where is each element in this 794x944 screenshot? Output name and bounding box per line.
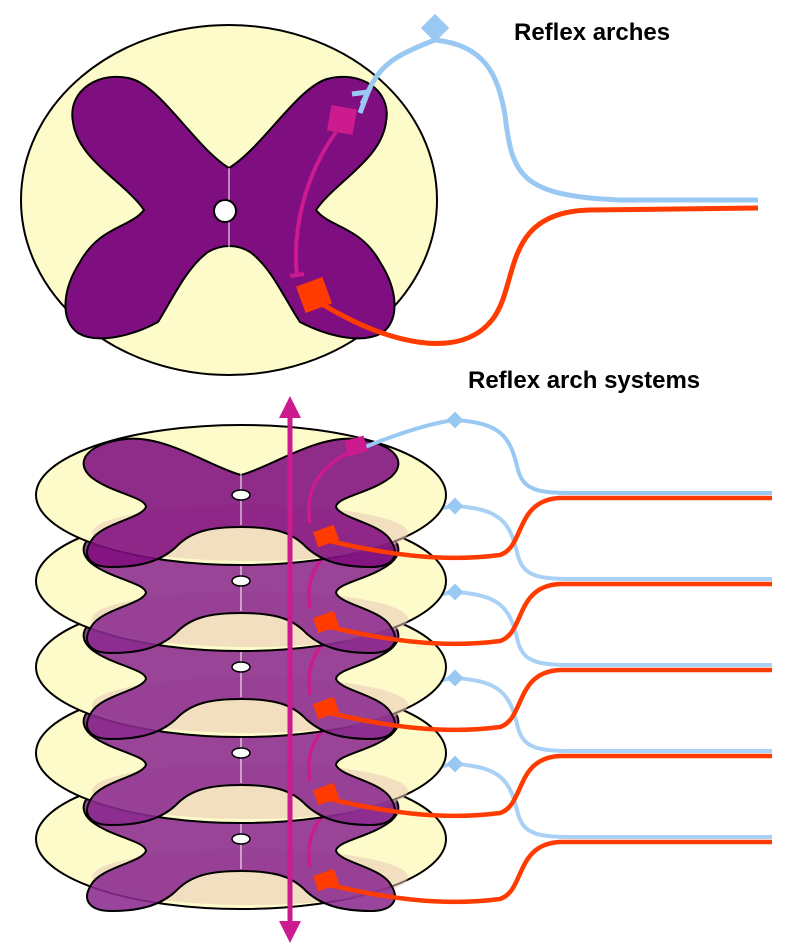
central-canal <box>232 576 250 586</box>
interneuron-terminal <box>290 274 304 276</box>
central-canal <box>232 834 250 844</box>
single-reflex-arch: Reflex arches <box>21 14 758 375</box>
title-reflex-arch-systems: Reflex arch systems <box>468 367 700 394</box>
diamond-receptor-icon <box>421 14 449 42</box>
diamond-receptor-icon <box>447 584 464 601</box>
square-soma-icon <box>327 105 357 135</box>
central-canal <box>232 662 250 672</box>
reflex-arch-stack <box>36 412 772 911</box>
central-canal <box>232 490 250 500</box>
diamond-receptor-icon <box>447 498 464 515</box>
central-canal <box>232 748 250 758</box>
central-canal <box>214 200 236 222</box>
diamond-receptor-icon <box>447 412 464 429</box>
diamond-receptor-icon <box>447 756 464 773</box>
diamond-receptor-icon <box>447 670 464 687</box>
title-reflex-arches: Reflex arches <box>514 19 670 46</box>
